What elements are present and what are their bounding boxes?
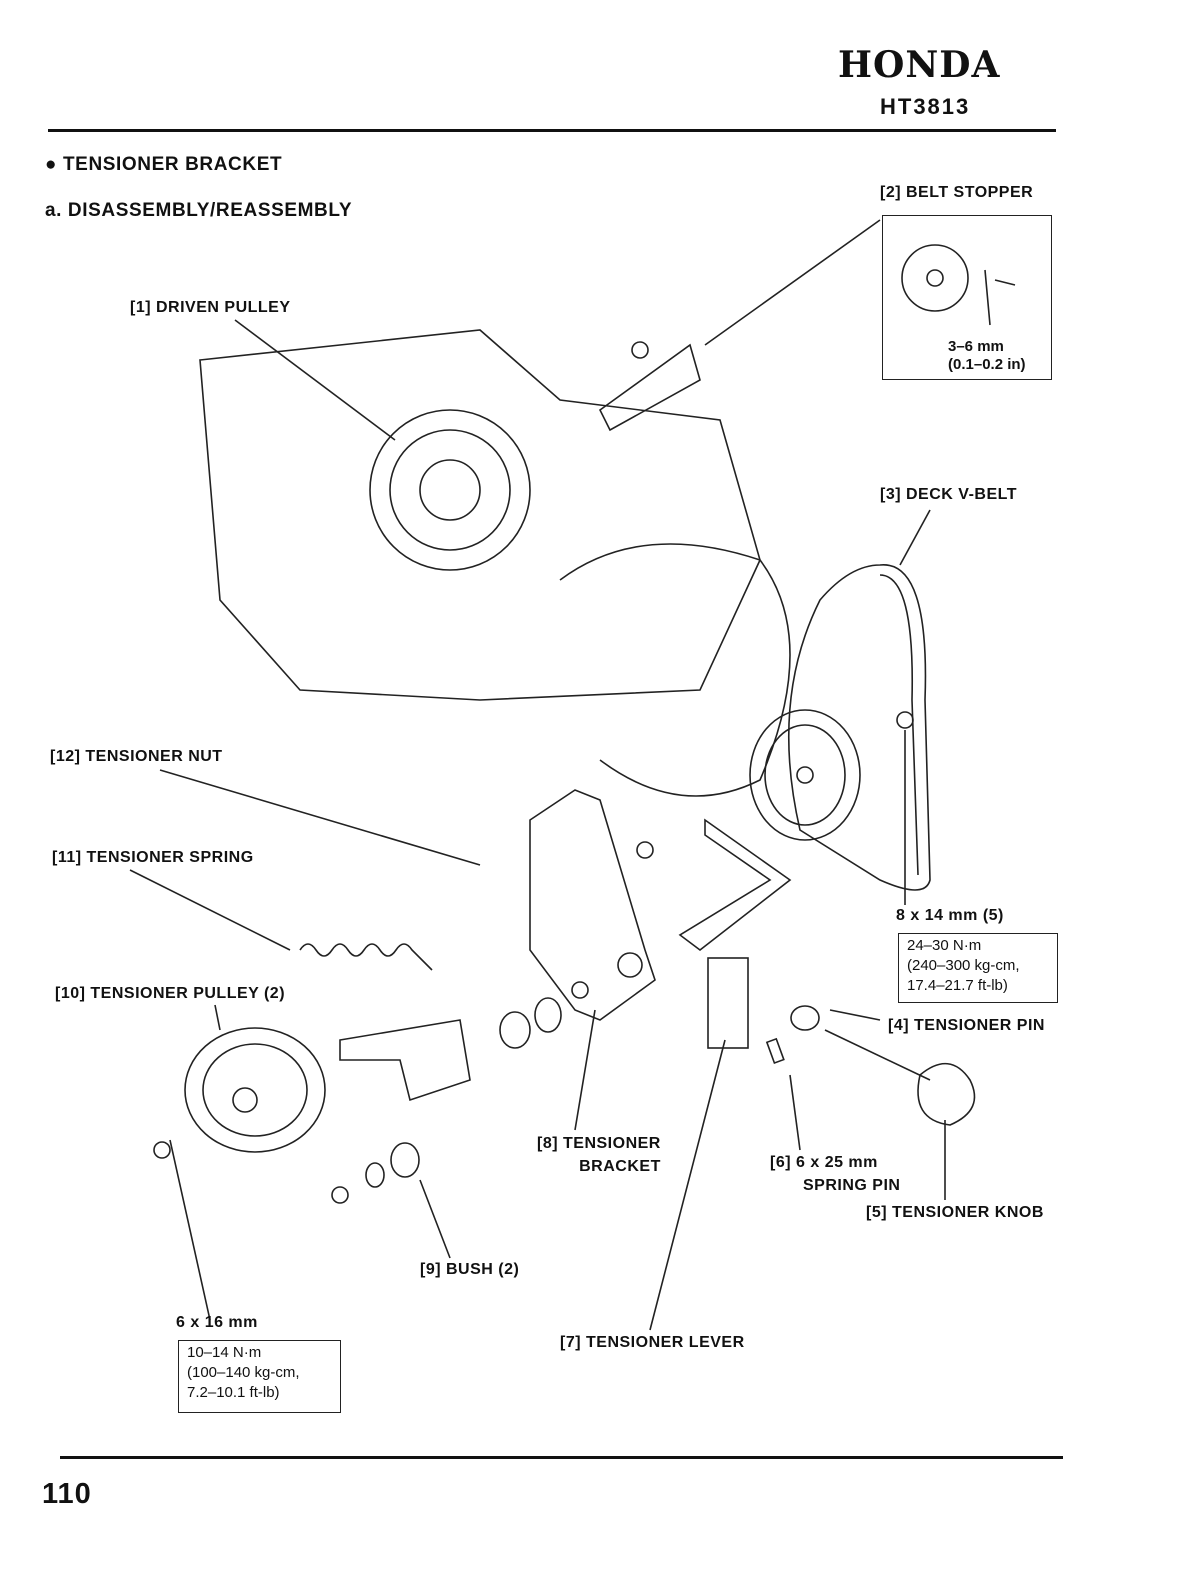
label-tensioner-lever: [7] TENSIONER LEVER bbox=[560, 1334, 745, 1351]
torque-8x14-kgcm: (240–300 kg-cm, bbox=[907, 957, 1020, 974]
footer-rule bbox=[60, 1456, 1063, 1459]
label-bush: [9] BUSH (2) bbox=[420, 1261, 520, 1278]
section-subtitle: a. DISASSEMBLY/REASSEMBLY bbox=[45, 200, 353, 221]
bolt-8x14-size: 8 x 14 mm (5) bbox=[896, 907, 1004, 924]
model-number: HT3813 bbox=[880, 94, 971, 119]
label-driven-pulley: [1] DRIVEN PULLEY bbox=[130, 299, 291, 316]
torque-8x14-ftlb: 17.4–21.7 ft-lb) bbox=[907, 977, 1008, 994]
torque-box-6x16: 10–14 N·m (100–140 kg-cm, 7.2–10.1 ft-lb… bbox=[178, 1340, 341, 1413]
label-tensioner-bracket-line2: BRACKET bbox=[579, 1158, 661, 1175]
label-deck-v-belt: [3] DECK V-BELT bbox=[880, 486, 1017, 503]
label-tensioner-pin: [4] TENSIONER PIN bbox=[888, 1017, 1045, 1034]
belt-stopper-gap-in: (0.1–0.2 in) bbox=[948, 356, 1026, 373]
label-tensioner-spring: [11] TENSIONER SPRING bbox=[52, 849, 254, 866]
bolt-6x16-size: 6 x 16 mm bbox=[176, 1314, 258, 1331]
section-title-text: TENSIONER BRACKET bbox=[62, 154, 283, 175]
label-tensioner-bracket-line1: [8] TENSIONER bbox=[537, 1135, 661, 1152]
label-tensioner-knob: [5] TENSIONER KNOB bbox=[866, 1204, 1044, 1221]
label-tensioner-pulley: [10] TENSIONER PULLEY (2) bbox=[55, 985, 286, 1002]
honda-logo: HONDA bbox=[838, 44, 1001, 86]
label-tensioner-nut: [12] TENSIONER NUT bbox=[50, 748, 223, 765]
page-number: 110 bbox=[42, 1478, 92, 1510]
torque-6x16-ftlb: 7.2–10.1 ft-lb) bbox=[187, 1384, 280, 1401]
torque-8x14-nm: 24–30 N·m bbox=[907, 937, 982, 954]
section-title: ● TENSIONER BRACKET bbox=[45, 154, 283, 175]
label-belt-stopper: [2] BELT STOPPER bbox=[880, 184, 1034, 201]
torque-box-8x14: 24–30 N·m (240–300 kg-cm, 17.4–21.7 ft-l… bbox=[898, 933, 1058, 1003]
torque-6x16-kgcm: (100–140 kg-cm, bbox=[187, 1364, 300, 1381]
torque-6x16-nm: 10–14 N·m bbox=[187, 1344, 262, 1361]
belt-stopper-gap-mm: 3–6 mm bbox=[948, 338, 1004, 355]
header-rule bbox=[48, 129, 1056, 132]
belt-stopper-inset: 3–6 mm (0.1–0.2 in) bbox=[882, 215, 1052, 380]
label-spring-pin: SPRING PIN bbox=[803, 1177, 901, 1194]
label-tensioner-bracket: [8] TENSIONER BRACKET bbox=[537, 1132, 661, 1178]
label-spring-pin-size: [6] 6 x 25 mm bbox=[770, 1154, 878, 1171]
